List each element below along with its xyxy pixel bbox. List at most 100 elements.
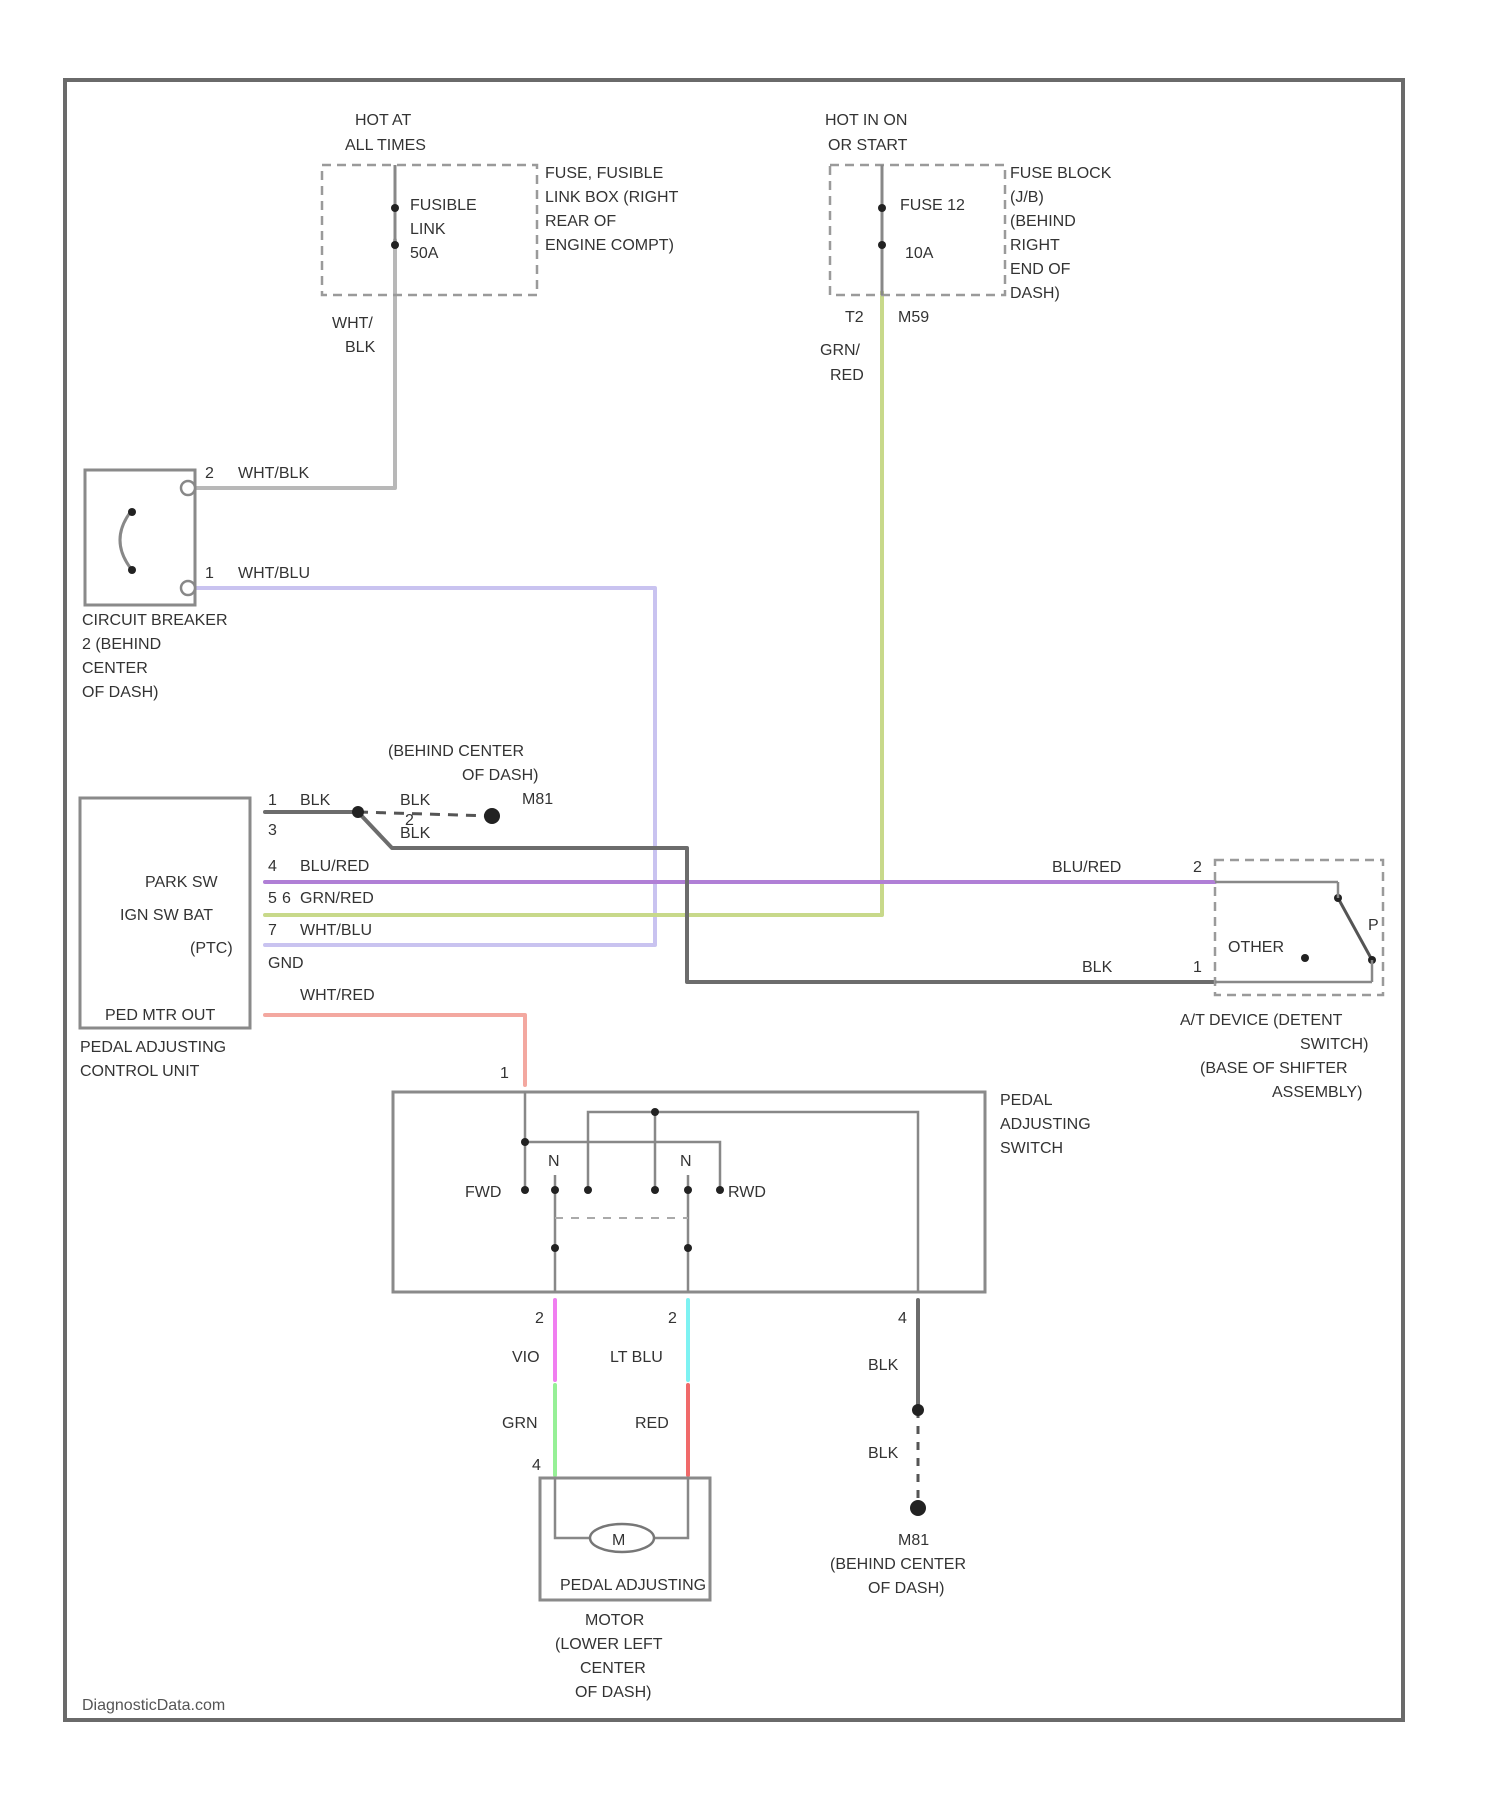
fuse-location-2: (J/B)	[1010, 189, 1044, 206]
control-unit-out-wire: WHT/RED	[300, 987, 375, 1004]
watermark: DiagnosticData.com	[82, 1697, 225, 1714]
ground-lower-location-1: (BEHIND CENTER	[830, 1556, 966, 1573]
pedal-switch-rwd: RWD	[728, 1184, 766, 1201]
wire-wht-blu	[188, 588, 655, 945]
at-switch-pin-bottom: 1	[1193, 959, 1202, 976]
circuit-breaker-location-1: CIRCUIT BREAKER	[82, 612, 228, 629]
wire-wht-blk	[188, 240, 395, 488]
wire-wht-red	[265, 1015, 525, 1085]
motor-name-2: (LOWER LEFT	[555, 1636, 663, 1653]
pedal-switch-dot-8	[716, 1186, 724, 1194]
pedal-switch-dot-9	[551, 1244, 559, 1252]
pedal-switch-pin-in: 1	[500, 1065, 509, 1082]
ground-top-wire-c: BLK	[400, 825, 431, 842]
control-unit-terminal-ptc: (PTC)	[190, 940, 233, 957]
fuse-location-3: (BEHIND	[1010, 213, 1076, 230]
fusible-link-wire-1: WHT/	[332, 315, 373, 332]
fusible-link-location-4: ENGINE COMPT)	[545, 237, 674, 254]
pedal-switch-n1: N	[548, 1153, 560, 1170]
circuit-breaker-terminal-top	[128, 508, 136, 516]
control-unit-pin-7: 7	[268, 922, 277, 939]
control-unit-pin-5: 5	[268, 890, 277, 907]
pedal-switch-name-3: SWITCH	[1000, 1140, 1063, 1157]
fuse-location-6: DASH)	[1010, 285, 1060, 302]
fuse-name-1: FUSE 12	[900, 197, 965, 214]
control-unit-terminal-ped-mtr-out: PED MTR OUT	[105, 1007, 215, 1024]
at-switch-name-1: A/T DEVICE (DETENT	[1180, 1012, 1343, 1029]
ground-top-id: M81	[522, 791, 553, 808]
control-unit-pin-4-wire: BLU/RED	[300, 858, 369, 875]
at-switch-name-2: SWITCH)	[1300, 1036, 1368, 1053]
at-switch-wire-bottom: BLK	[1082, 959, 1113, 976]
circuit-breaker-pin1-connector	[181, 581, 195, 595]
at-switch-contact	[1338, 898, 1372, 960]
diagram-frame	[65, 80, 1403, 1720]
ground-top-wire-a: BLK	[300, 792, 331, 809]
ground-lower-id: M81	[898, 1532, 929, 1549]
fusible-link-location-1: FUSE, FUSIBLE	[545, 165, 663, 182]
ground-top-symbol-icon	[484, 808, 500, 824]
ground-splice-dot	[352, 806, 364, 818]
ground-lower-splice-dot	[912, 1404, 924, 1416]
pedal-switch-pin-4: 4	[898, 1310, 907, 1327]
ground-top-location-2: OF DASH)	[462, 767, 538, 784]
motor-label: PEDAL ADJUSTING	[560, 1577, 706, 1594]
fuse-hot-1: HOT IN ON	[825, 112, 907, 129]
pedal-switch-dot-7	[684, 1186, 692, 1194]
wire-label-grn: GRN	[502, 1415, 538, 1432]
wire-grn-red	[265, 292, 882, 915]
circuit-breaker-element-icon	[120, 510, 132, 570]
circuit-breaker-location-3: CENTER	[82, 660, 148, 677]
wire-blk-at-switch	[358, 812, 1215, 982]
wire-label-red: RED	[635, 1415, 669, 1432]
fuse-terminal-top	[878, 204, 886, 212]
pedal-switch-dot-10	[684, 1244, 692, 1252]
pedal-switch-pin-3: 2	[668, 1310, 677, 1327]
control-unit-terminal-ign-sw-bat: IGN SW BAT	[120, 907, 213, 924]
wire-label-vio: VIO	[512, 1349, 540, 1366]
fusible-link-hot-2: ALL TIMES	[345, 137, 426, 154]
fusible-link-location-2: LINK BOX (RIGHT	[545, 189, 679, 206]
wire-label-blk-2: BLK	[868, 1445, 899, 1462]
at-switch-terminal-other	[1301, 954, 1309, 962]
ground-top-pin-b: 3	[268, 822, 277, 839]
fusible-link-terminal-top	[391, 204, 399, 212]
pedal-switch-dot-6	[651, 1186, 659, 1194]
control-unit-name-2: CONTROL UNIT	[80, 1063, 200, 1080]
fuse-location-5: END OF	[1010, 261, 1071, 278]
control-unit-pin-5-wire: GRN/RED	[300, 890, 374, 907]
at-switch-name-4: ASSEMBLY)	[1272, 1084, 1362, 1101]
pedal-switch-dot-3	[521, 1186, 529, 1194]
circuit-breaker-pin2-connector	[181, 481, 195, 495]
motor-pin: 4	[532, 1457, 541, 1474]
wire-blk-dashed	[358, 812, 492, 816]
circuit-breaker-pin2-wire: WHT/BLK	[238, 465, 309, 482]
circuit-breaker-pin1-wire: WHT/BLU	[238, 565, 310, 582]
fuse-pin-2: M59	[898, 309, 929, 326]
fusible-link-name-1: FUSIBLE	[410, 197, 477, 214]
fusible-link-location-3: REAR OF	[545, 213, 616, 230]
circuit-breaker-box	[85, 470, 195, 605]
fuse-wire-2: RED	[830, 367, 864, 384]
fusible-link-name-3: 50A	[410, 245, 439, 262]
pedal-switch-name-2: ADJUSTING	[1000, 1116, 1091, 1133]
fuse-hot-2: OR START	[828, 137, 908, 154]
at-switch-name-3: (BASE OF SHIFTER	[1200, 1060, 1348, 1077]
circuit-breaker-terminal-bottom	[128, 566, 136, 574]
fusible-link-hot-1: HOT AT	[355, 112, 412, 129]
motor-lead-right	[655, 1478, 688, 1538]
fuse-box	[830, 165, 1005, 295]
fuse-wire-1: GRN/	[820, 342, 861, 359]
fuse-pin-1: T2	[845, 309, 864, 326]
fuse-location-4: RIGHT	[1010, 237, 1060, 254]
at-switch-pin-top: 2	[1193, 859, 1202, 876]
pedal-switch-pin-2: 2	[535, 1310, 544, 1327]
ground-lower-symbol-icon	[910, 1500, 926, 1516]
pedal-switch-n2: N	[680, 1153, 692, 1170]
control-unit-pin-6: 6	[282, 890, 291, 907]
wire-label-blk-1: BLK	[868, 1357, 899, 1374]
circuit-breaker-pin1: 1	[205, 565, 214, 582]
fuse-name-2: 10A	[905, 245, 934, 262]
circuit-breaker-location-4: OF DASH)	[82, 684, 158, 701]
